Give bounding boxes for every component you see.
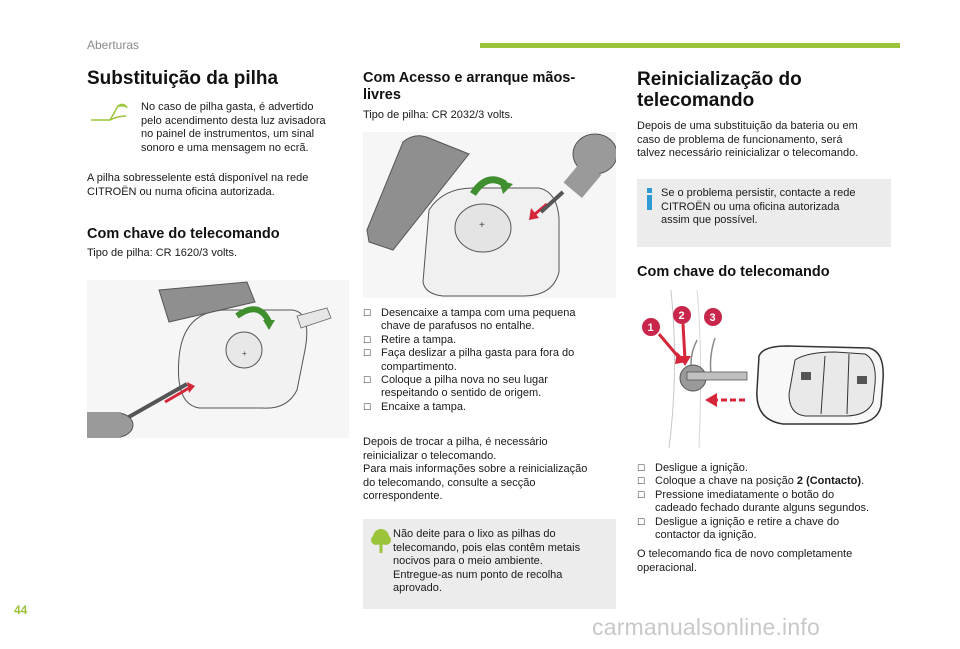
- info-icon: [647, 188, 652, 210]
- after-line: correspondente.: [363, 490, 443, 502]
- after-line: Para mais informações sobre a reiniciali…: [363, 463, 588, 475]
- step-item: Coloque a pilha nova no seu lugarrespeit…: [363, 374, 613, 401]
- info-line: CITROËN ou uma oficina autorizada: [661, 200, 840, 213]
- tree-eco-icon: [371, 529, 391, 553]
- warning-line: no painel de instrumentos, um sinal: [141, 128, 315, 140]
- handsfree-steps: Desencaixe a tampa com uma pequenachave …: [363, 307, 613, 415]
- warning-text: No caso de pilha gasta, é advertido pelo…: [141, 101, 346, 155]
- warning-line: pelo acendimento desta luz avisadora: [141, 114, 326, 127]
- result-line: operacional.: [637, 561, 697, 574]
- header-accent-bar: [480, 43, 900, 48]
- intro-line: Depois de uma substituição da bateria ou…: [637, 120, 858, 132]
- title-line: livres: [363, 87, 401, 103]
- reinit-steps: Desligue a ignição. Coloque a chave na p…: [637, 462, 893, 542]
- battery-type-cr1620: Tipo de pilha: CR 1620/3 volts.: [87, 247, 238, 259]
- info-notice-text: Se o problema persistir, contacte a rede…: [661, 187, 887, 228]
- info-line: assim que possível.: [661, 214, 758, 226]
- title-line: telecomando: [637, 90, 755, 111]
- step-item: Encaixe a tampa.: [363, 401, 613, 415]
- ignition-key-illustration: 1 2 3: [637, 290, 891, 448]
- intro-line: talvez necessário reinicializar o teleco…: [637, 147, 859, 159]
- result-line: O telecomando fica de novo completamente: [637, 548, 853, 560]
- eco-line: aprovado.: [393, 582, 442, 594]
- step-item: Desligue a ignição.: [637, 462, 893, 476]
- badge-2: [673, 306, 691, 324]
- eco-line: Entregue-as num ponto de recolha: [393, 568, 563, 581]
- after-line: reinicializar o telecomando.: [363, 449, 497, 462]
- badge-3: [704, 308, 722, 326]
- title-line: Com Acesso e arranque mãos-: [363, 70, 576, 86]
- step-item: Pressione imediatamente o botão docadead…: [637, 489, 893, 516]
- after-change-text: Depois de trocar a pilha, é necessário r…: [363, 436, 616, 504]
- title-line: Reinicialização do: [637, 69, 802, 90]
- battery-type-cr2032: Tipo de pilha: CR 2032/3 volts.: [363, 109, 514, 121]
- intro-line: caso de problema de funcionamento, será: [637, 133, 843, 146]
- svg-text:+: +: [479, 220, 485, 231]
- environment-notice-text: Não deite para o lixo as pilhas do telec…: [393, 528, 613, 596]
- reinit-intro-text: Depois de uma substituição da bateria ou…: [637, 120, 891, 161]
- warning-lamp-icon: [91, 103, 128, 121]
- spare-line: CITROËN ou numa oficina autorizada.: [87, 185, 275, 198]
- step-item: Retire a tampa.: [363, 334, 613, 348]
- after-line: Depois de trocar a pilha, é necessário: [363, 436, 548, 448]
- environment-notice-box: Não deite para o lixo as pilhas do telec…: [363, 519, 616, 609]
- svg-text:+: +: [242, 349, 247, 358]
- watermark: carmanualsonline.info: [592, 614, 820, 640]
- badge-1: [642, 318, 660, 336]
- after-line: do telecomando, consulte a secção: [363, 476, 536, 489]
- spare-line: A pilha sobresselente está disponível na…: [87, 172, 309, 184]
- info-line: Se o problema persistir, contacte a rede: [661, 187, 856, 199]
- eco-line: telecomando, pois elas contêm metais: [393, 541, 581, 554]
- title-handsfree: Com Acesso e arranque mãos- livres: [363, 70, 575, 104]
- step-item: Desligue a ignição e retire a chave doco…: [637, 516, 893, 543]
- info-notice-box: Se o problema persistir, contacte a rede…: [637, 179, 891, 247]
- eco-line: Não deite para o lixo as pilhas do: [393, 528, 556, 540]
- warning-line: sonoro e uma mensagem no ecrã.: [141, 141, 309, 154]
- step-item: Desencaixe a tampa com uma pequenachave …: [363, 307, 613, 334]
- page-number: 44: [14, 603, 28, 617]
- subtitle-remote-key: Com chave do telecomando: [87, 226, 280, 242]
- step-item: Coloque a chave na posição 2 (Contacto).: [637, 475, 893, 489]
- title-battery-replacement: Substituição da pilha: [87, 68, 279, 89]
- badge-1-label: 1: [648, 322, 654, 334]
- remote-key-battery-illustration: +: [87, 280, 349, 438]
- subtitle-remote-key-reinit: Com chave do telecomando: [637, 264, 830, 280]
- eco-line: nocivos para o meio ambiente.: [393, 555, 543, 567]
- reinit-result-text: O telecomando fica de novo completamente…: [637, 548, 893, 575]
- warning-line: No caso de pilha gasta, é advertido: [141, 101, 314, 113]
- spare-battery-text: A pilha sobresselente está disponível na…: [87, 172, 347, 199]
- badge-2-label: 2: [679, 310, 685, 322]
- badge-3-label: 3: [710, 312, 716, 324]
- title-reinitialisation: Reinicialização do telecomando: [637, 69, 802, 111]
- handsfree-key-battery-illustration: +: [363, 132, 616, 298]
- section-label: Aberturas: [87, 38, 140, 52]
- step-item: Faça deslizar a pilha gasta para fora do…: [363, 347, 613, 374]
